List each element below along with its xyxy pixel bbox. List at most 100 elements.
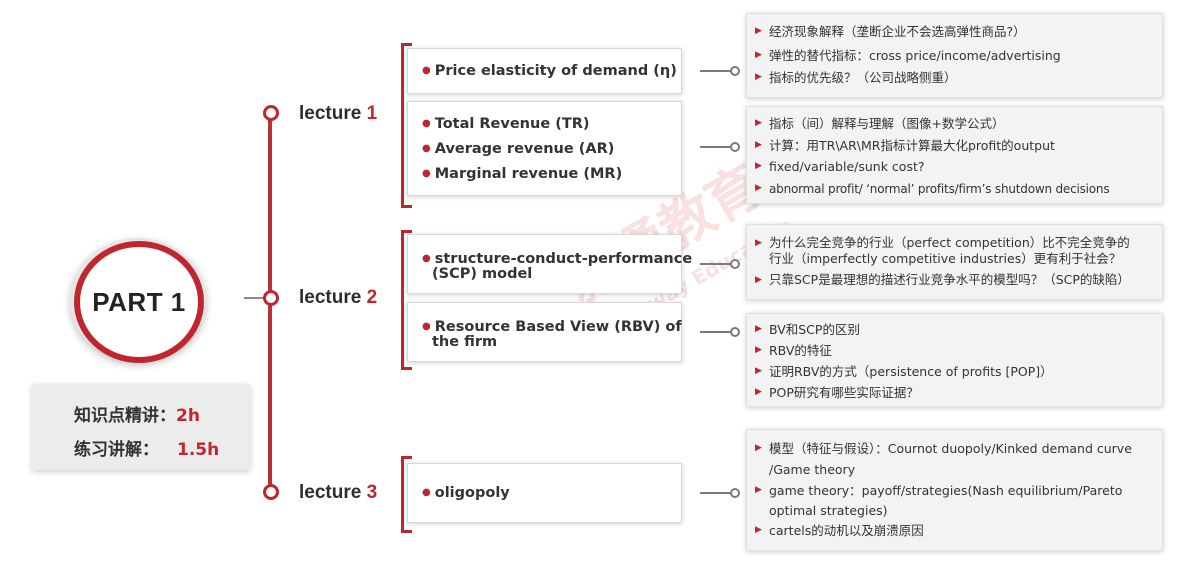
lecture-2-bracket: [401, 230, 412, 370]
part-badge: PART 1: [74, 241, 204, 363]
connector-end-icon: [730, 488, 740, 498]
detail-line: game theory：payoff/strategies(Nash equil…: [769, 483, 1123, 498]
arrow-icon: ▶: [755, 345, 762, 355]
lecture-2-label: lecture 2: [299, 287, 377, 309]
detail-line: 只靠SCP是最理想的描述行业竞争水平的模型吗？（SCP的缺陷）: [769, 272, 1130, 287]
connector-end-icon: [730, 66, 740, 76]
bullet-icon: ●: [422, 118, 431, 129]
topic-text: structure-conduct-performance: [434, 251, 693, 267]
topic-item: ●Resource Based View (RBV) of: [422, 319, 682, 335]
lecture-1-bracket: [401, 43, 412, 208]
arrow-icon: ▶: [755, 118, 762, 128]
arrow-icon: ▶: [755, 238, 762, 248]
bullet-icon: ●: [422, 168, 431, 179]
topic-item-continued: the firm: [432, 334, 497, 350]
arrow-icon: ▶: [755, 387, 762, 397]
detail-line: 指标（间）解释与理解（图像+数学公式）: [769, 116, 1005, 131]
detail-line: abnormal profit/ ‘normal’ profits/firm’s…: [769, 182, 1110, 196]
topic-text: oligopoly: [434, 485, 510, 501]
connector-end-icon: [730, 259, 740, 269]
lecture-hours-row: 知识点精讲：2h: [74, 401, 200, 426]
topic-text: Resource Based View (RBV) of: [434, 319, 682, 335]
practice-hours-row: 练习讲解： 1.5h: [74, 435, 219, 460]
arrow-icon: ▶: [755, 366, 762, 376]
topic-text: Total Revenue (TR): [434, 116, 590, 132]
detail-box-revenue: ▶ 指标（间）解释与理解（图像+数学公式） ▶ 计算：用TR\AR\MR指标计算最大…: [746, 106, 1163, 204]
bullet-icon: ●: [422, 143, 431, 154]
detail-line: 弹性的替代指标：cross price/income/advertising: [769, 48, 1061, 63]
detail-line: 计算：用TR\AR\MR指标计算最大化profit的output: [769, 138, 1055, 153]
topic-item: ●Price elasticity of demand (η): [422, 63, 677, 79]
arrow-icon: ▶: [755, 161, 762, 171]
arrow-icon: ▶: [755, 26, 762, 36]
lecture-2-node: [263, 290, 279, 306]
detail-line: fixed/variable/sunk cost?: [769, 159, 925, 174]
lecture-hours-label: 知识点精讲：: [74, 406, 176, 426]
bullet-icon: ●: [422, 487, 431, 498]
topic-item: ●Total Revenue (TR): [422, 116, 590, 132]
practice-hours-value: 1.5h: [177, 440, 220, 460]
connector-line: [700, 70, 732, 72]
lecture-1-text: lecture: [299, 103, 362, 124]
arrow-icon: ▶: [755, 72, 762, 82]
topic-item: ●Marginal revenue (MR): [422, 166, 622, 182]
topic-text: Average revenue (AR): [434, 141, 615, 157]
detail-line: 模型（特征与假设）：Cournot duopoly/Kinked demand …: [769, 441, 1132, 456]
part-title: PART 1: [92, 286, 186, 317]
arrow-icon: ▶: [755, 485, 762, 495]
lecture-3-label: lecture 3: [299, 482, 377, 504]
lecture-3-text: lecture: [299, 482, 362, 503]
detail-line: RBV的特征: [769, 343, 832, 358]
detail-line: 指标的优先级？（公司战略侧重）: [769, 70, 957, 85]
connector-line: [700, 492, 732, 494]
lecture-3-number: 3: [366, 482, 378, 503]
arrow-icon: ▶: [755, 140, 762, 150]
topic-text: (SCP) model: [432, 266, 533, 282]
topic-box-scp: ●structure-conduct-performance (SCP) mod…: [407, 234, 692, 294]
bullet-icon: ●: [422, 65, 431, 76]
topic-box-elasticity: ●Price elasticity of demand (η): [407, 48, 682, 94]
detail-line: cartels的动机以及崩溃原因: [769, 523, 924, 538]
bullet-icon: ●: [422, 321, 431, 332]
topic-text: the firm: [432, 334, 498, 350]
topic-item: ●oligopoly: [422, 485, 510, 501]
topic-box-rbv: ●Resource Based View (RBV) of the firm: [407, 302, 682, 362]
connector-end-icon: [730, 327, 740, 337]
topic-item: ●Average revenue (AR): [422, 141, 614, 157]
detail-line-continued: optimal strategies): [769, 503, 888, 518]
topic-item: ●structure-conduct-performance: [422, 251, 692, 267]
detail-line: BV和SCP的区别: [769, 322, 860, 337]
bullet-icon: ●: [422, 253, 431, 264]
detail-box-rbv: ▶ BV和SCP的区别 ▶ RBV的特征 ▶ 证明RBV的方式（persistence…: [746, 313, 1163, 407]
lecture-1-number: 1: [366, 103, 378, 124]
detail-line: 证明RBV的方式（persistence of profits [POP]）: [769, 364, 1053, 379]
connector-line: [700, 146, 732, 148]
part-connector: [244, 297, 270, 299]
lecture-2-text: lecture: [299, 287, 362, 308]
detail-line-continued: 行业（imperfectly competitive industries）更有…: [769, 251, 1122, 266]
topic-item-continued: (SCP) model: [432, 266, 532, 282]
lecture-3-node: [263, 484, 279, 500]
detail-box-elasticity: ▶ 经济现象解释（垄断企业不会选高弹性商品?） ▶ 弹性的替代指标：cross pr…: [746, 13, 1163, 98]
lecture-3-bracket: [401, 456, 412, 533]
topic-box-oligopoly: ●oligopoly: [407, 463, 682, 523]
hours-box: 知识点精讲：2h 练习讲解： 1.5h: [32, 384, 250, 470]
practice-hours-label: 练习讲解：: [74, 440, 159, 460]
lecture-2-number: 2: [366, 287, 378, 308]
lecture-hours-value: 2h: [176, 406, 200, 426]
connector-line: [700, 331, 732, 333]
detail-line: 经济现象解释（垄断企业不会选高弹性商品?）: [769, 24, 1026, 39]
topic-box-revenue: ●Total Revenue (TR) ●Average revenue (AR…: [407, 101, 682, 196]
arrow-icon: ▶: [755, 275, 762, 285]
topic-text: Marginal revenue (MR): [434, 166, 623, 182]
arrow-icon: ▶: [755, 183, 762, 193]
connector-end-icon: [730, 142, 740, 152]
arrow-icon: ▶: [755, 324, 762, 334]
arrow-icon: ▶: [755, 525, 762, 535]
detail-line: POP研究有哪些实际证据？: [769, 385, 919, 400]
arrow-icon: ▶: [755, 50, 762, 60]
lecture-1-label: lecture 1: [299, 103, 377, 125]
lecture-1-node: [263, 105, 279, 121]
arrow-icon: ▶: [755, 443, 762, 453]
detail-line: 为什么完全竞争的行业（perfect competition）比不完全竞争的: [769, 235, 1130, 250]
